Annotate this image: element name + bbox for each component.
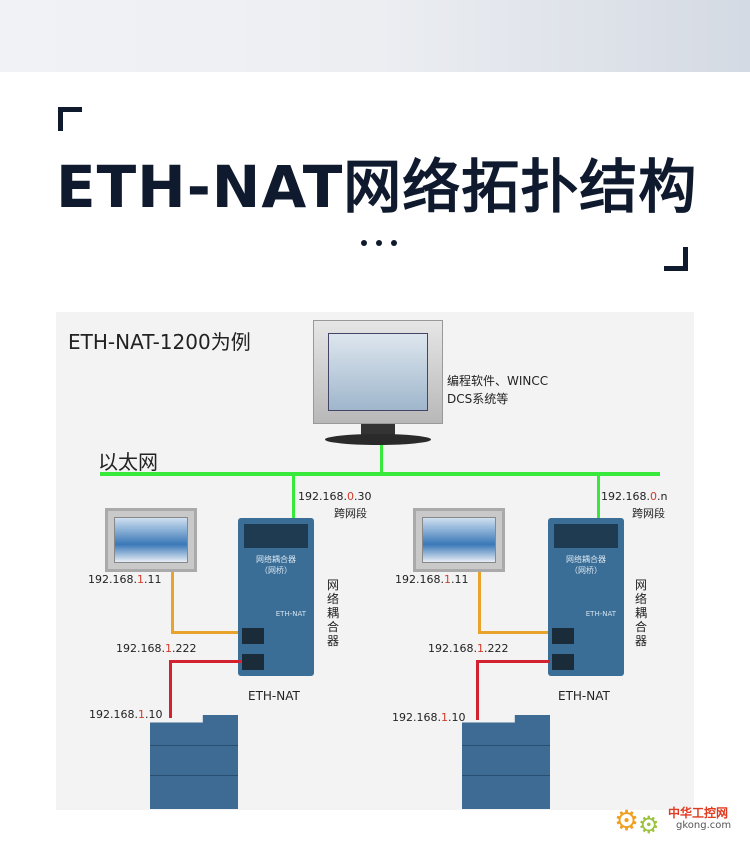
ethernet-label: 以太网 xyxy=(98,450,158,474)
left-eth-nat-module-icon: 网络耦合器（网桥） ETH-NAT xyxy=(238,518,314,676)
left-module-name: ETH-NAT xyxy=(248,689,300,703)
left-hmi-link-h xyxy=(171,631,241,634)
right-hmi-link-h xyxy=(478,631,550,634)
left-wan-ip: 192.168.0.30 xyxy=(298,490,372,503)
left-hmi-icon xyxy=(105,508,197,572)
dot xyxy=(376,240,382,246)
pc-link xyxy=(380,445,383,473)
left-lan-ip: 192.168.1.222 xyxy=(116,642,197,655)
pc-label-line2: DCS系统等 xyxy=(447,392,509,406)
left-coupler-vertical-label: 网络耦合器 xyxy=(326,578,339,648)
topology-diagram: ETH-NAT-1200为例 编程软件、WINCC DCS系统等 以太网 192… xyxy=(56,312,694,810)
right-plc-ip: 192.168.1.10 xyxy=(392,711,466,724)
right-wan-link xyxy=(597,474,600,520)
right-plc-link-h xyxy=(476,660,550,663)
left-plc-link-h xyxy=(169,660,241,663)
watermark-name: 中华工控网 xyxy=(668,806,729,820)
left-cross-segment: 跨网段 xyxy=(334,507,367,520)
diagram-caption: ETH-NAT-1200为例 xyxy=(68,330,251,354)
right-module-name: ETH-NAT xyxy=(558,689,610,703)
pc-label-line1: 编程软件、WINCC xyxy=(447,374,549,388)
left-plc-icon xyxy=(150,715,238,809)
left-plc-link xyxy=(169,660,172,718)
corner-bracket-top-left xyxy=(58,107,82,131)
dot xyxy=(361,240,367,246)
gear-icon: ⚙ xyxy=(614,804,640,837)
watermark: ⚙ ⚙ 中华工控网 gkong.com xyxy=(614,802,744,842)
left-hmi-link xyxy=(171,572,174,634)
right-eth-nat-module-icon: 网络耦合器（网桥） ETH-NAT xyxy=(548,518,624,676)
watermark-url: gkong.com xyxy=(676,820,732,831)
right-hmi-ip: 192.168.1.11 xyxy=(395,573,469,586)
right-coupler-vertical-label: 网络耦合器 xyxy=(634,578,647,648)
dot xyxy=(391,240,397,246)
right-plc-icon xyxy=(462,715,550,809)
corner-bracket-bottom-right xyxy=(664,247,688,271)
right-hmi-link xyxy=(478,572,481,634)
left-wan-link xyxy=(292,474,295,520)
page-title: ETH-NAT网络拓扑结构 xyxy=(56,153,698,221)
right-lan-ip: 192.168.1.222 xyxy=(428,642,509,655)
right-wan-ip: 192.168.0.n xyxy=(601,490,668,503)
right-cross-segment: 跨网段 xyxy=(632,507,665,520)
gear-icon: ⚙ xyxy=(638,811,660,839)
left-hmi-ip: 192.168.1.11 xyxy=(88,573,162,586)
ethernet-bus xyxy=(100,472,660,476)
top-banner xyxy=(0,0,750,72)
left-plc-ip: 192.168.1.10 xyxy=(89,708,163,721)
pc-monitor-icon xyxy=(313,320,443,424)
right-hmi-icon xyxy=(413,508,505,572)
right-plc-link xyxy=(476,660,479,720)
